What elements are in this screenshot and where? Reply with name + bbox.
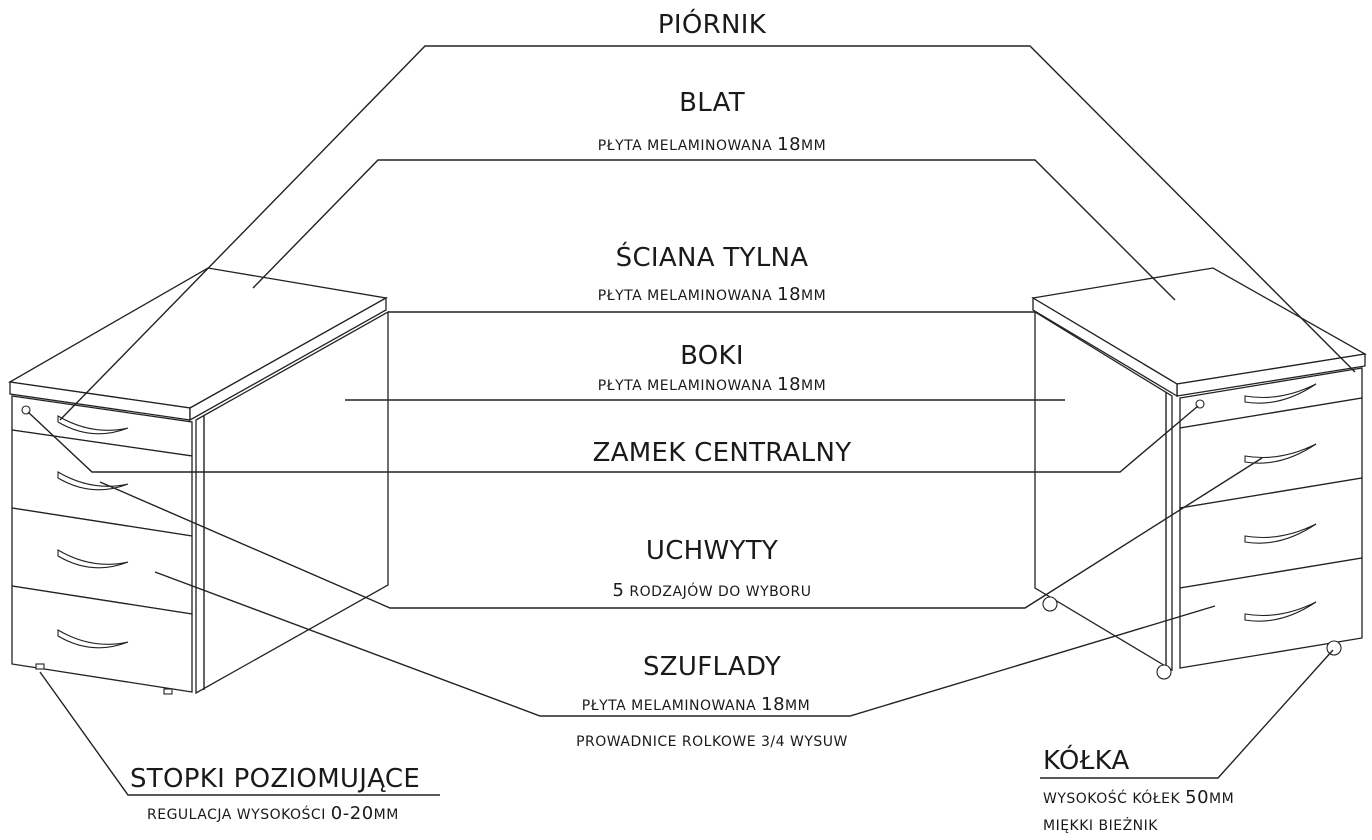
leader-kolka	[1040, 649, 1334, 779]
right-wheel-3	[1326, 640, 1342, 656]
left-drawer-4	[11, 585, 193, 693]
leader-uchwyty	[99, 457, 1263, 609]
left-handle-4	[57, 629, 129, 649]
right-handle-4	[1244, 601, 1317, 622]
label-kolka-line2: MIĘKKI BIEŻNIK	[1043, 818, 1158, 834]
leader-zamek	[27, 405, 1199, 473]
label-kolka-spec: WYSOKOŚĆ KÓŁEK 50MM	[1043, 787, 1235, 808]
right-pedestal	[1031, 267, 1367, 680]
leader-szuflady	[154, 571, 1216, 717]
label-boki-title: BOKI	[680, 341, 744, 371]
label-kolka-title: KÓŁKA	[1043, 746, 1130, 776]
right-wheel-2	[1156, 664, 1172, 680]
right-handle-2	[1244, 443, 1317, 464]
label-zamek-title: ZAMEK CENTRALNY	[592, 438, 852, 468]
label-sciana-spec: PŁYTA MELAMINOWANA 18MM	[597, 284, 827, 305]
left-handle-1	[57, 415, 129, 435]
label-uchwyty-title: UCHWYTY	[645, 536, 779, 566]
left-handle-2	[57, 471, 129, 491]
right-drawer-4	[1179, 557, 1363, 669]
label-stopki-spec: REGULACJA WYSOKOŚCI 0-20MM	[147, 803, 399, 824]
left-pedestal	[8, 267, 389, 695]
right-handle-3	[1244, 523, 1317, 544]
label-szuflady-spec: PŁYTA MELAMINOWANA 18MM	[581, 694, 811, 715]
right-wheel-1	[1042, 596, 1058, 612]
left-foot-2	[163, 688, 173, 695]
left-top-side-edge	[189, 296, 387, 422]
leader-stopki	[39, 671, 440, 796]
label-sciana-title: ŚCIANA TYLNA	[615, 243, 809, 273]
label-szuflady-line2: PROWADNICE ROLKOWE 3/4 WYSUW	[576, 734, 848, 750]
leader-blat	[252, 159, 1176, 301]
label-uchwyty-spec: 5 RODZAJÓW DO WYBORU	[612, 580, 812, 601]
label-blat-spec: PŁYTA MELAMINOWANA 18MM	[597, 134, 827, 155]
label-szuflady-title: SZUFLADY	[642, 652, 782, 682]
right-handle-1	[1244, 383, 1317, 404]
label-blat-title: BLAT	[679, 88, 745, 118]
label-boki-spec: PŁYTA MELAMINOWANA 18MM	[597, 374, 827, 395]
label-piornik-title: PIÓRNIK	[657, 10, 767, 40]
leader-piornik	[59, 45, 1356, 421]
left-handle-3	[57, 549, 129, 569]
left-side-panel	[195, 310, 389, 695]
right-top-side-edge	[1032, 296, 1178, 398]
label-stopki-title: STOPKI POZIOMUJĄCE	[130, 764, 421, 794]
leader-lines	[27, 45, 1356, 796]
left-foot-1	[35, 663, 45, 670]
